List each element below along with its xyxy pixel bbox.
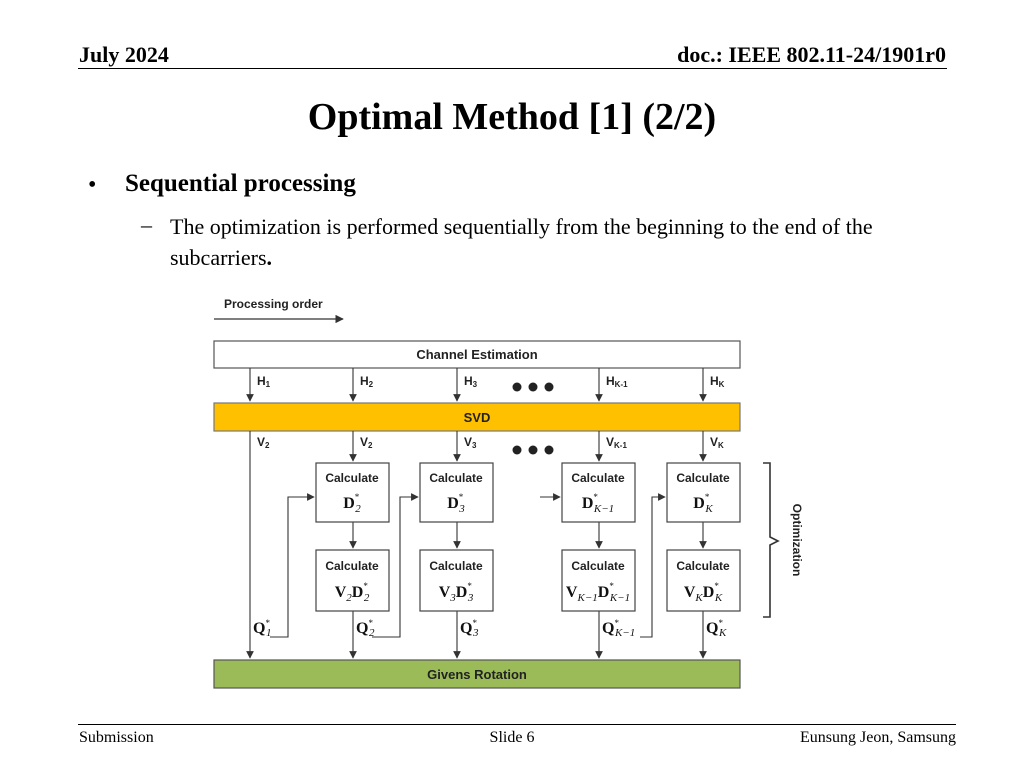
q3-star-label: Q*3 [460,618,479,639]
sub-bullet-text: The optimization is performed sequential… [170,211,950,273]
svd-block [213,402,741,432]
vk-1dk-1-star-expr: VK−1D*K−1 [566,581,630,604]
v3d3-star-expr: V3D*3 [439,581,474,604]
calculate-v2d2-box [315,549,390,612]
bullet-sequential-processing: Sequential processing [125,170,356,197]
channel-estimation-label: Channel Estimation [416,347,537,362]
v2-label-first: V2 [257,435,270,450]
footer-slide-number: Slide 6 [489,729,535,746]
sub-bullet-marker: – [141,212,152,237]
calculate-d3-box [419,462,494,523]
h1-label: H1 [257,374,271,389]
v2d2-star-expr: V2D*2 [335,581,370,604]
processing-order-label: Processing order [224,297,323,311]
header-doc-id: doc.: IEEE 802.11-24/1901r0 [677,42,946,67]
hk-1-label: HK-1 [606,374,628,389]
dk-1-star-expr: D*K−1 [582,492,614,515]
header-rule [78,68,947,69]
v2-label: V2 [360,435,373,450]
calculate-label: Calculate [325,559,379,573]
d3-star-expr: D*3 [447,492,465,515]
sub-bullet-body: The optimization is performed sequential… [170,214,873,270]
d2-star-expr: D*2 [343,492,361,515]
calculate-label: Calculate [676,559,730,573]
givens-rotation-label: Givens Rotation [427,667,527,682]
calculate-vk-1dk-1-box [561,549,636,612]
footer-rule [78,724,956,725]
svd-label: SVD [464,410,491,425]
q1-star-label: Q*1 [253,618,271,639]
ellipsis-dots-middle [512,445,554,455]
vkdk-star-expr: VKD*K [684,581,723,604]
calculate-dk-box [666,462,741,523]
bullet-marker: • [88,172,97,198]
q2-star-label: Q*2 [356,618,375,639]
calculate-label: Calculate [571,471,625,485]
qk-star-label: Q*K [706,618,727,639]
calculate-label: Calculate [571,559,625,573]
optimization-brace [763,462,780,618]
sub-bullet-period: . [266,245,273,270]
calculate-v3d3-box [419,549,494,612]
channel-estimation-block [213,340,741,369]
vk-label: VK [710,435,724,450]
calculate-d2-box [315,462,390,523]
v3-label: V3 [464,435,477,450]
givens-rotation-block [213,659,741,689]
footer-author: Eunsung Jeon, Samsung [800,729,956,746]
calculate-label: Calculate [429,471,483,485]
dk-star-expr: D*K [693,492,713,515]
header-date: July 2024 [79,42,169,67]
optimization-label: Optimization [790,504,804,577]
h2-label: H2 [360,374,374,389]
calculate-label: Calculate [325,471,379,485]
slide-title: Optimal Method [1] (2/2) [307,96,717,138]
calculate-label: Calculate [676,471,730,485]
hk-label: HK [710,374,725,389]
ellipsis-dots-top [512,382,554,392]
h3-label: H3 [464,374,478,389]
calculate-vkdk-box [666,549,741,612]
flow-lines [246,431,707,659]
vk-1-label: VK-1 [606,435,627,450]
sequential-processing-diagram: Processing order Channel Estimation SVD … [213,297,804,689]
calculate-dk-1-box [561,462,636,523]
qk-1-star-label: Q*K−1 [602,618,635,639]
h-arrows [246,368,707,402]
calculate-label: Calculate [429,559,483,573]
footer-submission: Submission [79,729,154,746]
